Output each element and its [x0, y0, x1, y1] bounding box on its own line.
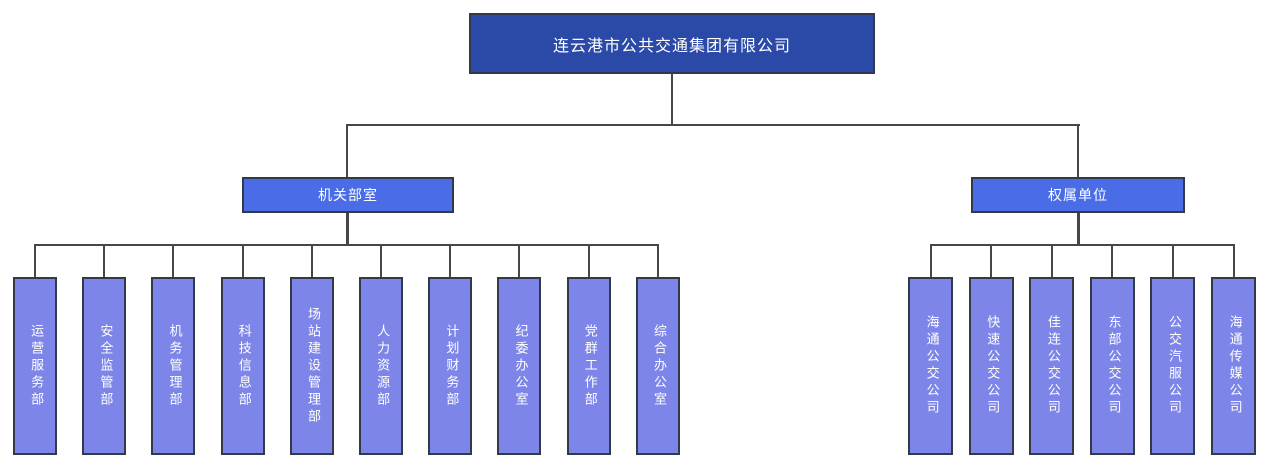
connector-line [671, 74, 673, 125]
connector-line [449, 244, 452, 277]
org-node-group-label: 机关部室 [318, 188, 378, 204]
connector-line [1111, 244, 1114, 277]
org-node-label: 计划财务部 [443, 323, 459, 409]
org-node-label: 海通传媒公司 [1226, 315, 1242, 417]
org-node-label: 党群工作部 [581, 323, 597, 409]
org-node-group-subsidiaries: 权属单位 [971, 177, 1185, 213]
connector-line [990, 244, 993, 277]
org-node-label: 运营服务部 [28, 323, 44, 409]
org-node-leaf: 科技信息部 [220, 277, 265, 455]
org-node-label: 安全监管部 [97, 323, 113, 409]
connector-line [346, 124, 1080, 126]
org-node-leaf: 综合办公室 [635, 277, 680, 455]
connector-line [1050, 244, 1053, 277]
org-node-label: 场站建设管理部 [304, 306, 320, 426]
connector-line [1077, 124, 1079, 177]
org-node-label: 佳连公交公司 [1044, 315, 1060, 417]
org-node-group-label: 权属单位 [1048, 188, 1108, 204]
org-node-leaf: 安全监管部 [82, 277, 127, 455]
connector-line [346, 213, 349, 246]
connector-line [103, 244, 106, 277]
org-node-label: 人力资源部 [374, 323, 390, 409]
connector-line [656, 244, 659, 277]
connector-line [380, 244, 382, 277]
org-node-leaf: 场站建设管理部 [289, 277, 334, 455]
org-node-label: 海通公交公司 [923, 315, 939, 417]
org-node-leaf: 党群工作部 [566, 277, 611, 455]
org-node-leaf: 人力资源部 [359, 277, 403, 455]
org-node-leaf: 东部公交公司 [1089, 277, 1135, 455]
org-node-label: 公交汽服公司 [1166, 315, 1182, 417]
org-node-leaf: 佳连公交公司 [1029, 277, 1075, 455]
org-node-label: 综合办公室 [650, 323, 666, 409]
org-node-leaf: 公交汽服公司 [1150, 277, 1196, 455]
connector-line [587, 244, 590, 277]
org-node-root: 连云港市公共交通集团有限公司 [469, 13, 875, 74]
connector-line [929, 244, 932, 277]
org-node-leaf: 海通公交公司 [908, 277, 953, 455]
connector-line [518, 244, 521, 277]
connector-line [172, 244, 175, 277]
connector-line [929, 244, 1235, 246]
org-node-leaf: 海通传媒公司 [1211, 277, 1256, 455]
org-node-label: 东部公交公司 [1105, 315, 1121, 417]
connector-line [34, 244, 36, 277]
org-node-label: 机务管理部 [166, 323, 182, 409]
org-node-label: 快速公交公司 [984, 315, 1000, 417]
org-node-label: 科技信息部 [235, 323, 251, 409]
connector-line [241, 244, 244, 277]
org-node-root-label: 连云港市公共交通集团有限公司 [552, 35, 791, 55]
org-node-group-offices: 机关部室 [242, 177, 454, 213]
org-node-leaf: 机务管理部 [151, 277, 196, 455]
org-node-leaf: 运营服务部 [13, 277, 57, 455]
connector-line [1171, 244, 1174, 277]
org-node-leaf: 计划财务部 [428, 277, 473, 455]
org-node-leaf: 纪委办公室 [497, 277, 542, 455]
connector-line [310, 244, 313, 277]
org-node-label: 纪委办公室 [512, 323, 528, 409]
connector-line [346, 124, 348, 177]
org-node-leaf: 快速公交公司 [968, 277, 1014, 455]
connector-line [1232, 244, 1235, 277]
connector-line [1077, 213, 1080, 246]
